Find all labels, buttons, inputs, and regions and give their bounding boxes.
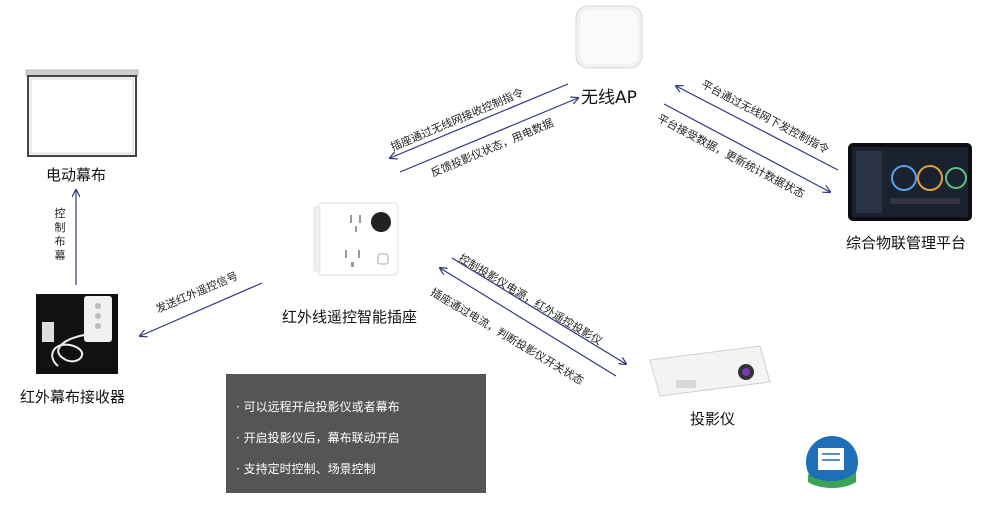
arrow-socket-to-projector xyxy=(451,257,626,364)
arrow-platform-to-ap xyxy=(676,86,839,171)
feature-line: · 可以远程开启投影仪或者幕布 xyxy=(236,400,400,414)
arrow-socket-to-receiver xyxy=(140,282,263,336)
edge-label-control-screen: 控制布幕 xyxy=(54,207,66,262)
receiver-label: 红外幕布接收器 xyxy=(20,388,126,406)
feature-info-box: · 可以远程开启投影仪或者幕布 · 开启投影仪后，幕布联动开启 · 支持定时控制… xyxy=(226,374,486,493)
projector-label: 投影仪 xyxy=(690,410,736,428)
feature-line: · 开启投影仪后，幕布联动开启 xyxy=(236,431,400,445)
feature-line: · 支持定时控制、场景控制 xyxy=(236,462,376,476)
company-logo xyxy=(806,436,858,488)
platform-tablet-image xyxy=(848,143,972,221)
screen-label: 电动幕布 xyxy=(46,166,107,184)
platform-label: 综合物联管理平台 xyxy=(846,234,967,252)
projection-screen-image xyxy=(25,69,139,157)
socket-label: 红外线遥控智能插座 xyxy=(282,308,418,326)
arrow-ap-to-socket xyxy=(390,83,569,158)
projector-image xyxy=(649,345,771,402)
arrow-ap-to-platform xyxy=(663,103,830,192)
arrow-socket-to-ap xyxy=(399,98,578,173)
wireless-ap-image xyxy=(575,5,643,69)
arrow-projector-to-socket xyxy=(440,268,617,377)
ir-receiver-image xyxy=(36,294,118,374)
smart-socket-image xyxy=(313,202,399,276)
ap-label: 无线AP xyxy=(581,88,637,108)
